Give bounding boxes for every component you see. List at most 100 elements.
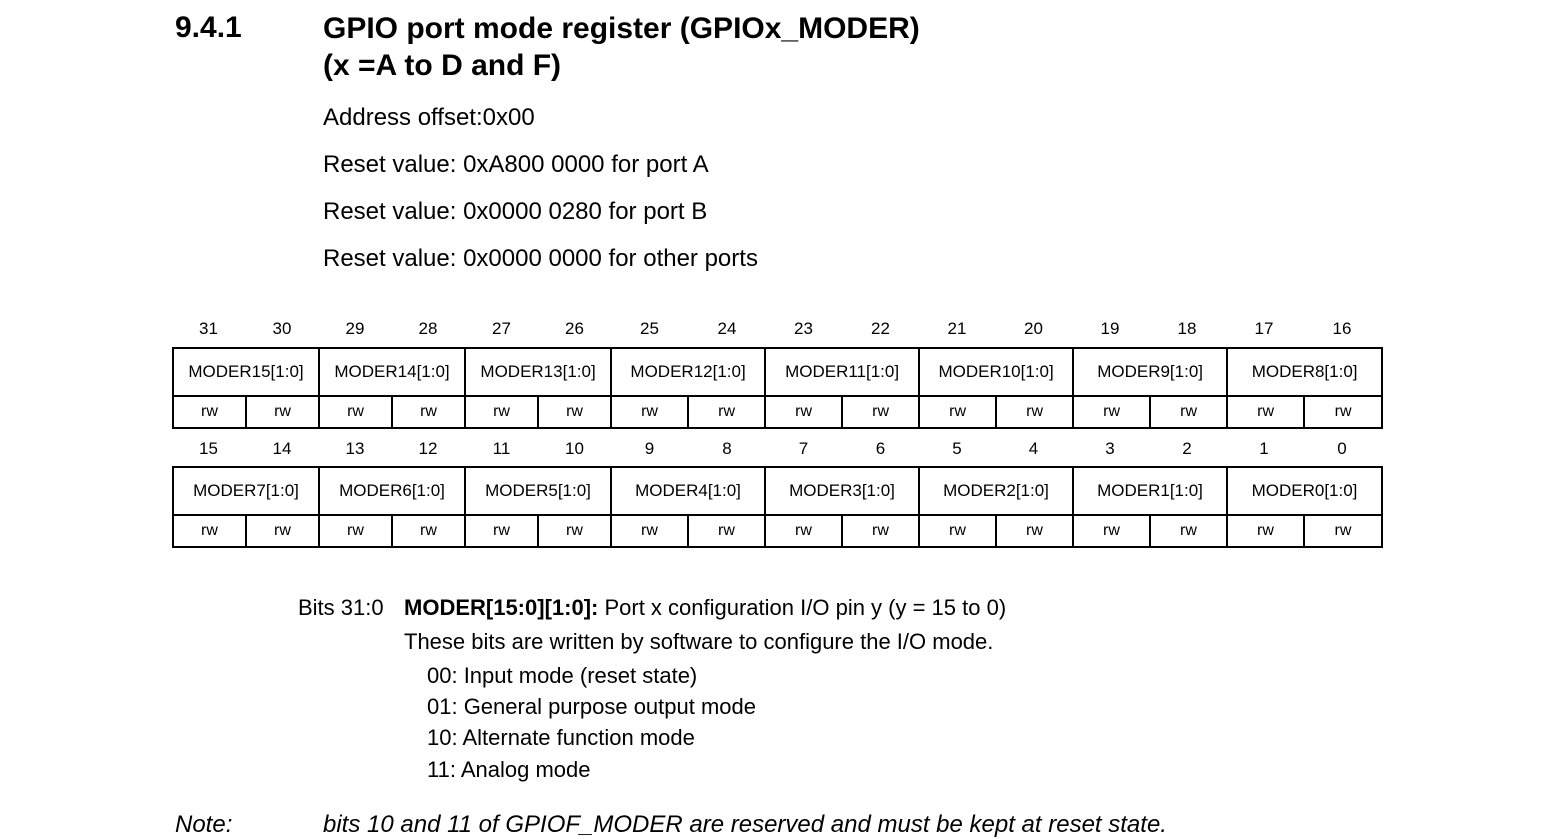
access-cell: rw xyxy=(244,395,321,429)
access-cell: rw xyxy=(537,514,612,548)
access-cell: rw xyxy=(610,395,690,429)
lower-bit-numbers: 15 14 13 12 11 10 9 8 7 6 5 4 3 2 1 0 xyxy=(172,437,1381,461)
access-cell: rw xyxy=(1303,395,1384,429)
bit-number: 24 xyxy=(717,319,737,338)
bit-number: 13 xyxy=(345,439,365,458)
bit-number: 17 xyxy=(1254,319,1274,338)
bit-number: 27 xyxy=(492,319,511,338)
access-cell: rw xyxy=(764,514,843,548)
bit-number: 30 xyxy=(272,319,292,338)
bit-number: 16 xyxy=(1332,319,1352,338)
access-cell: rw xyxy=(172,514,247,548)
field-moder15: MODER15[1:0] xyxy=(171,347,321,397)
access-cell: rw xyxy=(841,395,921,429)
bit-number: 18 xyxy=(1177,319,1197,338)
upper-bit-numbers: 31 30 29 28 27 26 25 24 23 22 21 20 19 1… xyxy=(172,317,1381,341)
access-cell: rw xyxy=(245,514,320,548)
bit-number: 5 xyxy=(952,439,962,458)
bit-number: 15 xyxy=(199,439,218,458)
bit-number: 28 xyxy=(418,319,438,338)
field-moder13: MODER13[1:0] xyxy=(464,347,613,397)
access-cell: rw xyxy=(918,395,998,429)
access-cell: rw xyxy=(391,514,466,548)
field-moder11: MODER11[1:0] xyxy=(764,347,921,397)
field-name: MODER[15:0][1:0]: xyxy=(404,595,599,620)
access-cell: rw xyxy=(464,514,539,548)
access-cell: rw xyxy=(1149,514,1228,548)
access-cell: rw xyxy=(1303,514,1383,548)
mode-option-10: 10: Alternate function mode xyxy=(427,725,695,750)
bit-number: 20 xyxy=(1024,319,1043,338)
bit-number: 29 xyxy=(345,319,365,338)
bit-number: 26 xyxy=(565,319,584,338)
bit-number: 11 xyxy=(492,439,511,458)
access-cell: rw xyxy=(841,514,920,548)
access-cell: rw xyxy=(1072,514,1151,548)
field-moder6: MODER6[1:0] xyxy=(318,466,466,516)
access-cell: rw xyxy=(1149,395,1229,429)
field-moder3: MODER3[1:0] xyxy=(764,466,920,516)
access-cell: rw xyxy=(687,395,767,429)
bit-number: 7 xyxy=(798,439,809,458)
field-moder8: MODER8[1:0] xyxy=(1226,347,1384,397)
bit-number: 31 xyxy=(199,319,218,338)
bit-number: 6 xyxy=(875,439,886,458)
section-number: 9.4.1 xyxy=(175,11,242,44)
access-cell: rw xyxy=(537,395,613,429)
access-cell: rw xyxy=(318,395,394,429)
field-moder9: MODER9[1:0] xyxy=(1072,347,1229,397)
bit-number: 1 xyxy=(1259,439,1269,458)
access-cell: rw xyxy=(391,395,467,429)
access-cell: rw xyxy=(995,395,1075,429)
field-moder1: MODER1[1:0] xyxy=(1072,466,1228,516)
bit-number: 0 xyxy=(1337,439,1347,458)
field-moder10: MODER10[1:0] xyxy=(918,347,1075,397)
bits-range-label: Bits 31:0 xyxy=(298,595,384,620)
upper-register-table: MODER15[1:0] MODER14[1:0] MODER13[1:0] M… xyxy=(171,347,1384,429)
register-title-line1: GPIO port mode register (GPIOx_MODER) xyxy=(323,12,920,45)
bit-number: 19 xyxy=(1100,319,1120,338)
access-cell: rw xyxy=(1226,395,1306,429)
bit-number: 9 xyxy=(644,439,655,458)
field-moder0: MODER0[1:0] xyxy=(1226,466,1383,516)
note-text: bits 10 and 11 of GPIOF_MODER are reserv… xyxy=(323,811,1167,838)
address-offset: Address offset:0x00 xyxy=(323,104,535,131)
access-cell: rw xyxy=(995,514,1074,548)
access-cell: rw xyxy=(687,514,766,548)
mode-option-11: 11: Analog mode xyxy=(427,757,591,782)
field-moder5: MODER5[1:0] xyxy=(464,466,612,516)
lower-register-table: MODER7[1:0] MODER6[1:0] MODER5[1:0] MODE… xyxy=(172,466,1383,548)
note-label: Note: xyxy=(175,811,233,838)
field-moder4: MODER4[1:0] xyxy=(610,466,766,516)
bit-number: 25 xyxy=(640,319,659,338)
reset-value-port-a: Reset value: 0xA800 0000 for port A xyxy=(323,151,709,178)
field-moder12: MODER12[1:0] xyxy=(610,347,767,397)
bit-number: 12 xyxy=(418,439,438,458)
register-title-line2: (x =A to D and F) xyxy=(323,49,562,82)
bit-number: 4 xyxy=(1028,439,1039,458)
bit-number: 10 xyxy=(565,439,584,458)
mode-option-01: 01: General purpose output mode xyxy=(427,694,757,719)
bit-number: 21 xyxy=(947,319,967,338)
access-cell: rw xyxy=(1072,395,1152,429)
access-cell: rw xyxy=(764,395,844,429)
access-cell: rw xyxy=(918,514,997,548)
bit-number: 22 xyxy=(871,319,890,338)
field-moder14: MODER14[1:0] xyxy=(318,347,467,397)
bit-number: 14 xyxy=(272,439,292,458)
mode-option-00: 00: Input mode (reset state) xyxy=(427,663,698,688)
reset-value-port-b: Reset value: 0x0000 0280 for port B xyxy=(323,198,708,225)
field-summary: Port x configuration I/O pin y (y = 15 t… xyxy=(598,595,1007,620)
reset-value-other-ports: Reset value: 0x0000 0000 for other ports xyxy=(323,245,758,272)
bit-number: 3 xyxy=(1105,439,1115,458)
access-cell: rw xyxy=(610,514,689,548)
bit-number: 8 xyxy=(722,439,732,458)
field-moder7: MODER7[1:0] xyxy=(172,466,320,516)
access-cell: rw xyxy=(464,395,540,429)
bit-number: 2 xyxy=(1182,439,1192,458)
bit-number: 23 xyxy=(794,319,813,338)
access-cell: rw xyxy=(1226,514,1305,548)
field-description-line: MODER[15:0][1:0]: Port x configuration I… xyxy=(404,595,1006,621)
field-moder2: MODER2[1:0] xyxy=(918,466,1074,516)
access-cell: rw xyxy=(172,395,247,429)
